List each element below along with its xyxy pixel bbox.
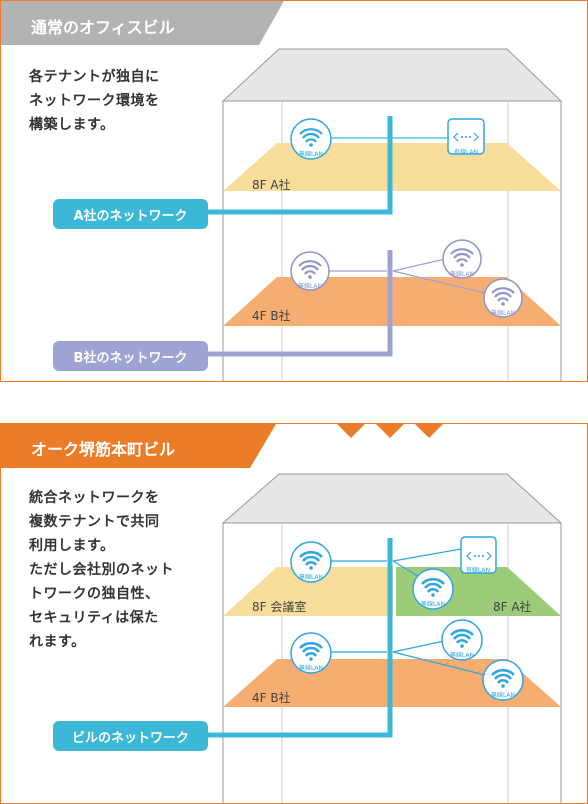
- description-line: ネットワーク環境を: [29, 93, 160, 109]
- wifi-icon: [442, 239, 482, 279]
- floor-label-8f-meeting-room: 8F 会議室: [252, 600, 307, 614]
- wifi-icon: [441, 619, 483, 661]
- chevron-down-icon: [376, 424, 404, 438]
- wifi-icon: [483, 278, 523, 318]
- wired-lan-icon: [460, 536, 497, 574]
- wifi-label: 無線LAN: [490, 692, 516, 699]
- chevron-down-icon: [415, 424, 443, 438]
- floor-8f-meeting-room: [223, 567, 393, 616]
- a-network-label: A社のネットワーク: [53, 199, 208, 229]
- wired-label: 有線LAN: [465, 567, 491, 574]
- wifi-label: 無線LAN: [490, 310, 516, 317]
- description-line: 統合ネットワークを: [29, 490, 160, 506]
- panel-title: オーク堺筋本町ビル: [31, 440, 176, 459]
- wifi-label: 無線LAN: [449, 652, 475, 659]
- oak-building-panel: オーク堺筋本町ビル 統合ネットワークを 複数テナントで共同 利用します。 ただし…: [0, 423, 588, 804]
- panel-tag-background: [1, 424, 276, 468]
- wifi-label: 無線LAN: [298, 574, 324, 581]
- b-network-label: B社のネットワーク: [53, 341, 208, 371]
- wifi-label: 無線LAN: [420, 601, 446, 608]
- panel-title: 通常のオフィスビル: [31, 18, 175, 37]
- description-line: 構築します。: [29, 117, 115, 133]
- panel-description: 各テナントが独自に ネットワーク環境を 構築します。: [29, 65, 160, 137]
- wifi-icon: [290, 632, 332, 674]
- wifi-icon: [290, 118, 332, 160]
- description-line: れます。: [29, 634, 86, 650]
- floor-label-8f-a-company: 8F A社: [493, 600, 532, 614]
- description-line: トワークの独自性、: [29, 586, 160, 602]
- standard-office-diagram: [1, 1, 563, 381]
- building-outline: [221, 48, 563, 381]
- standard-office-panel: 通常のオフィスビル 各テナントが独自に ネットワーク環境を 構築します。 無線L…: [0, 0, 588, 382]
- building-network-label: ビルのネットワーク: [53, 721, 208, 751]
- chevron-down-icon: [337, 424, 365, 438]
- wifi-label: 無線LAN: [298, 665, 324, 672]
- wifi-icon: [290, 251, 330, 291]
- wired-label: 有線LAN: [453, 149, 479, 156]
- building-network-cable: [208, 538, 393, 738]
- panel-tag-background: [1, 1, 284, 45]
- description-line: セキュリティは保た: [29, 610, 159, 626]
- wifi-label: 無線LAN: [298, 151, 324, 158]
- b-network-cable: [208, 250, 393, 357]
- oak-building-diagram: [1, 424, 563, 803]
- description-line: 利用します。: [29, 538, 115, 554]
- description-line: ただし会社別のネット: [29, 562, 174, 578]
- floor-label-4f: 4F B社: [252, 309, 291, 323]
- wifi-icon: [290, 541, 332, 583]
- wifi-icon: [412, 568, 454, 610]
- wifi-label: 無線LAN: [449, 271, 475, 278]
- wifi-icon: [482, 659, 524, 701]
- description-line: 複数テナントで共同: [29, 514, 160, 530]
- a-network-cable: [208, 116, 393, 215]
- wired-lan-icon: [447, 118, 485, 155]
- panel-description: 統合ネットワークを 複数テナントで共同 利用します。 ただし会社別のネット トワ…: [29, 486, 174, 654]
- floor-label-4f: 4F B社: [252, 691, 291, 705]
- wifi-label: 無線LAN: [297, 283, 323, 290]
- description-line: 各テナントが独自に: [29, 69, 160, 85]
- floor-label-8f: 8F A社: [252, 178, 291, 192]
